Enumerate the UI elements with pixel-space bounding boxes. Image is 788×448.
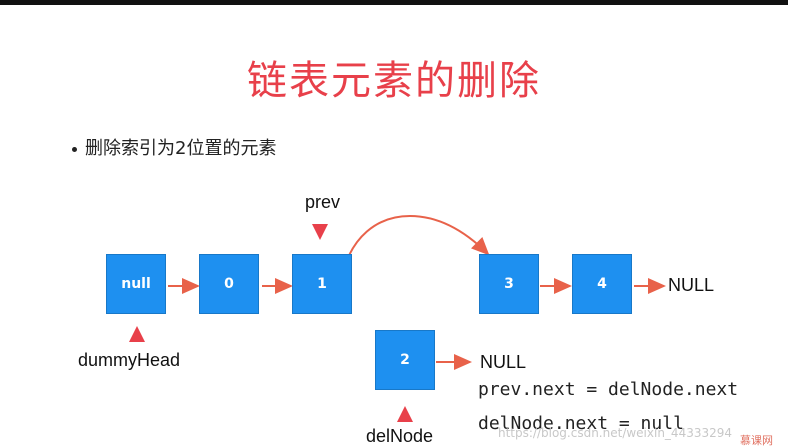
code-line-2: delNode.next = null xyxy=(478,413,684,434)
csdn-watermark: https://blog.csdn.net/weixin_44333294 xyxy=(498,426,733,440)
top-bar xyxy=(0,0,788,5)
code-line-1: prev.next = delNode.next xyxy=(478,379,739,400)
arrow-prev-to-3-curve xyxy=(340,214,490,281)
bullet-point: 删除索引为2位置的元素 xyxy=(72,134,276,160)
node-2-deleted: 2 xyxy=(375,330,435,390)
null-label-main: NULL xyxy=(668,275,715,295)
bullet-text: 删除索引为2位置的元素 xyxy=(85,138,277,159)
node-dummy-head: null xyxy=(106,254,166,314)
node-0: 0 xyxy=(199,254,259,314)
node-1: 1 xyxy=(292,254,352,314)
slide-title: 链表元素的删除 xyxy=(247,58,541,104)
bullet-dot xyxy=(72,146,77,152)
brand-watermark: 慕课网 xyxy=(740,434,773,447)
dummyhead-label: dummyHead xyxy=(78,350,181,370)
dummyhead-marker-icon xyxy=(129,326,145,342)
prev-label: prev xyxy=(305,192,341,212)
null-label-delnode: NULL xyxy=(480,352,527,372)
delnode-label: delNode xyxy=(366,426,434,446)
delnode-marker-icon xyxy=(397,406,413,422)
prev-marker-icon xyxy=(312,224,328,240)
node-3: 3 xyxy=(479,254,539,314)
node-4: 4 xyxy=(572,254,632,314)
